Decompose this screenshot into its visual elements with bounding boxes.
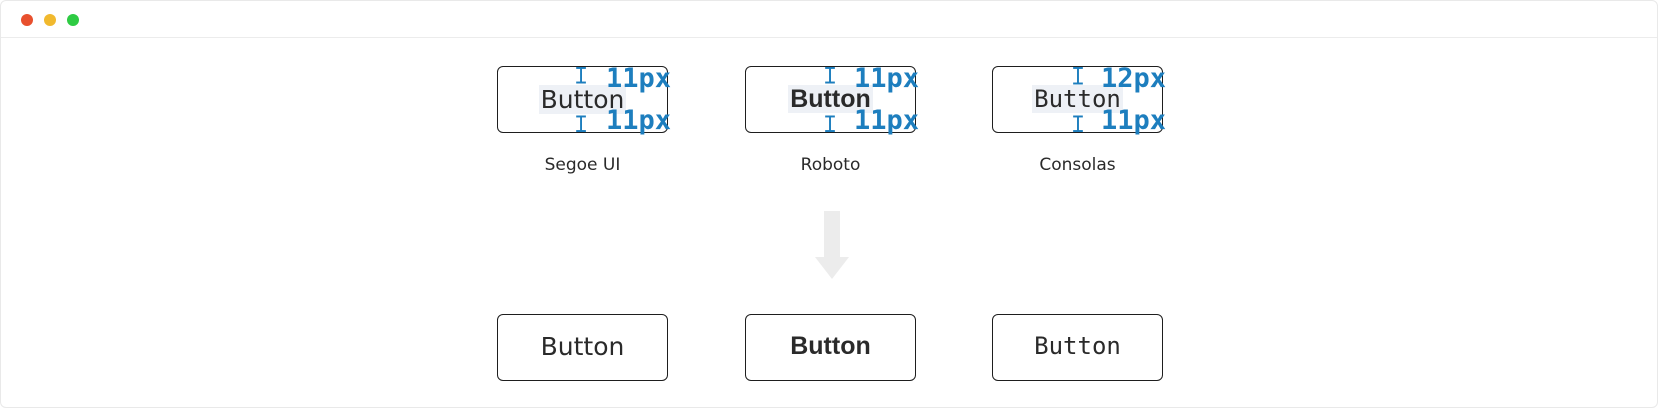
top-spacing-label: 11px (606, 63, 672, 94)
maximize-window-button[interactable] (67, 14, 79, 26)
font-caption-segoe-ui: Segoe UI (544, 155, 621, 175)
button-label: Button (746, 85, 915, 114)
button-label: Button (993, 85, 1162, 113)
font-caption-consolas: Consolas (1039, 155, 1116, 175)
sample-button-segoe-ui[interactable]: Button (497, 314, 668, 381)
top-spacing-label: 11px (854, 63, 920, 94)
bottom-spacing-label: 11px (854, 105, 920, 136)
top-spacing-label: 12px (1101, 63, 1167, 94)
highlighted-text: Button (538, 85, 627, 114)
sample-button-roboto[interactable]: Button (745, 314, 916, 381)
button-label: Button (540, 332, 625, 361)
button-label: Button (1034, 332, 1121, 360)
sample-button-segoe-ui-measured: Button 11px 11px (497, 63, 672, 136)
button-label: Button (498, 85, 667, 114)
sample-button-consolas-measured: Button 12px 11px (992, 63, 1167, 136)
sample-button-roboto-measured: Button 11px 11px (745, 63, 920, 136)
font-caption-roboto: Roboto (800, 155, 861, 175)
close-window-button[interactable] (21, 14, 33, 26)
bottom-spacing-label: 11px (1101, 105, 1167, 136)
highlighted-text: Button (1032, 85, 1123, 113)
sample-button-consolas[interactable]: Button (992, 314, 1163, 381)
window-titlebar (1, 1, 1657, 38)
minimize-window-button[interactable] (44, 14, 56, 26)
button-label: Button (790, 332, 871, 360)
highlighted-text: Button (788, 85, 873, 113)
down-arrow-icon (815, 211, 849, 279)
bottom-spacing-label: 11px (606, 105, 672, 136)
